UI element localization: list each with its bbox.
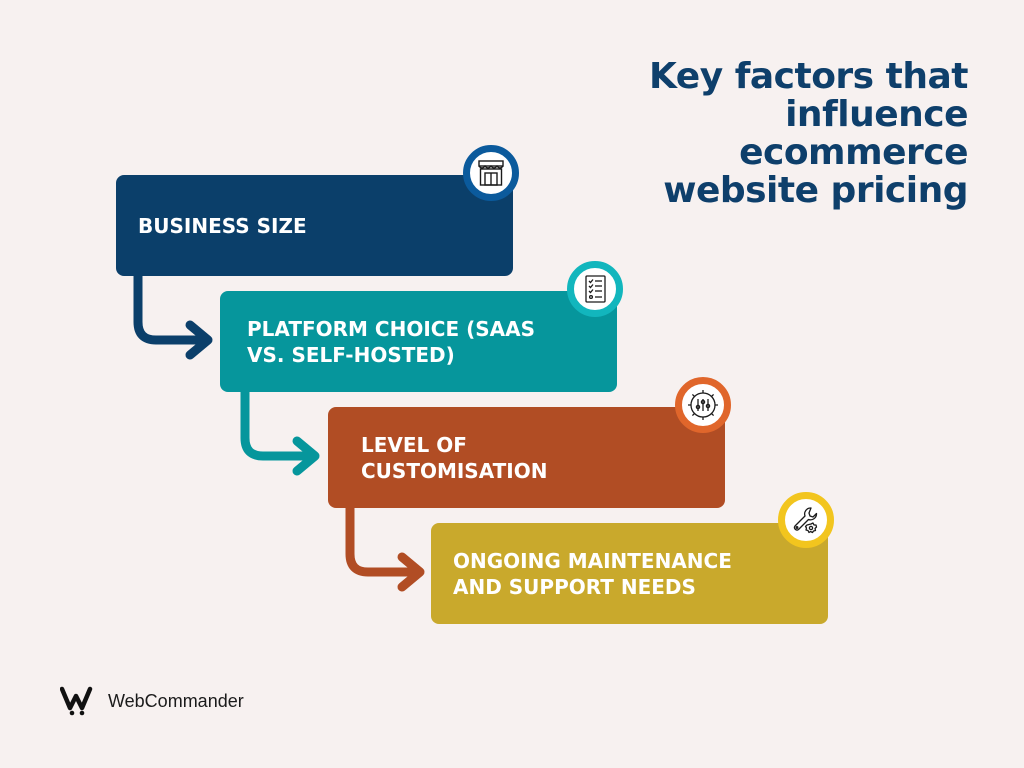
storefront-icon: [478, 160, 504, 186]
step-business-size: BUSINESS SIZE: [116, 175, 513, 276]
step-label: LEVEL OF CUSTOMISATION: [361, 432, 547, 484]
title-line: website pricing: [663, 170, 968, 211]
brand-logo: WebCommander: [60, 686, 244, 716]
step-label: PLATFORM CHOICE (SAAS VS. SELF-HOSTED): [247, 316, 535, 368]
wrench-gear-icon: [793, 507, 818, 534]
step-customisation: LEVEL OF CUSTOMISATION: [328, 407, 725, 508]
webcommander-logo-icon: [60, 686, 93, 716]
step-label-line: BUSINESS SIZE: [138, 213, 307, 238]
step-platform-choice: PLATFORM CHOICE (SAAS VS. SELF-HOSTED): [220, 291, 617, 392]
step-label-line: CUSTOMISATION: [361, 458, 548, 483]
settings-badge: [675, 377, 731, 433]
step-label: BUSINESS SIZE: [138, 213, 307, 239]
title-line: ecommerce: [739, 132, 968, 173]
step-label-line: ONGOING MAINTENANCE: [453, 548, 732, 573]
storefront-badge: [463, 145, 519, 201]
arrowhead-platform-to-customisation: [292, 436, 320, 476]
arrow-platform-to-customisation: [240, 387, 318, 461]
checklist-badge: [567, 261, 623, 317]
title-line: influence: [785, 94, 968, 135]
step-label-line: PLATFORM CHOICE (SAAS: [247, 316, 535, 341]
title-line: Key factors that: [649, 56, 968, 97]
step-label-line: VS. SELF-HOSTED): [247, 342, 455, 367]
step-label-line: LEVEL OF: [361, 432, 467, 457]
arrow-customisation-to-maintenance: [345, 503, 423, 577]
page-title: Key factors that influence ecommerce web…: [548, 58, 968, 210]
arrowhead-customisation-to-maintenance: [397, 552, 425, 592]
checklist-icon: [585, 275, 606, 303]
arrow-business-to-platform: [133, 271, 211, 345]
step-maintenance: ONGOING MAINTENANCE AND SUPPORT NEEDS: [431, 523, 828, 624]
settings-sliders-icon: [688, 390, 718, 420]
step-label-line: AND SUPPORT NEEDS: [453, 574, 696, 599]
brand-name: WebCommander: [108, 690, 244, 711]
maintenance-badge: [778, 492, 834, 548]
step-label: ONGOING MAINTENANCE AND SUPPORT NEEDS: [453, 548, 732, 600]
arrowhead-business-to-platform: [185, 320, 213, 360]
